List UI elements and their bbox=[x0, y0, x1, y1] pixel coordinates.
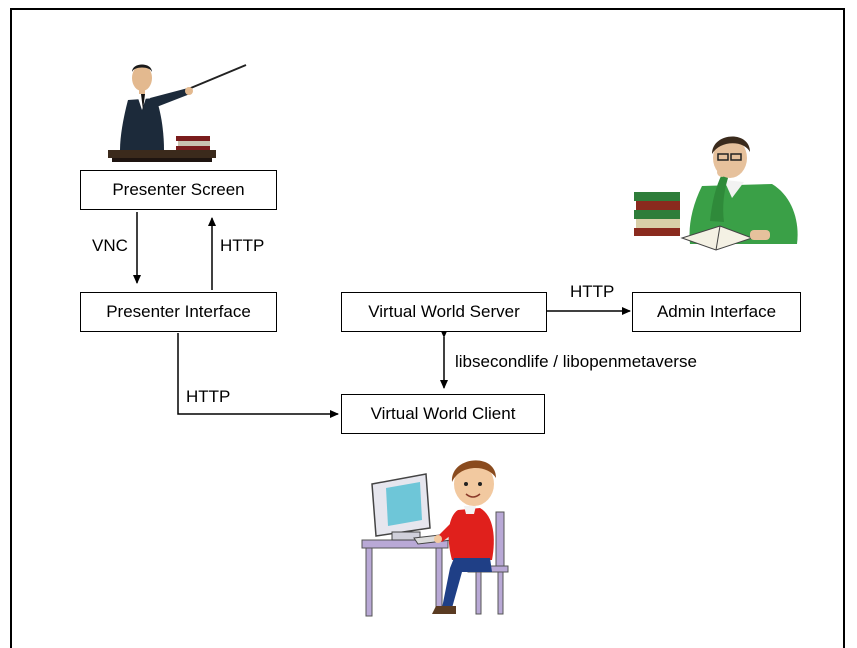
edge-label-http-client: HTTP bbox=[186, 387, 231, 406]
virtual-world-server-node: Virtual World Server bbox=[341, 292, 547, 332]
edge-label-http-up: HTTP bbox=[220, 236, 265, 255]
edge-http-client bbox=[177, 333, 339, 418]
presenter-screen-node: Presenter Screen bbox=[80, 170, 277, 210]
virtual-world-client-node: Virtual World Client bbox=[341, 394, 545, 434]
edge-label-vnc: VNC bbox=[92, 236, 128, 255]
presenter-interface-node: Presenter Interface bbox=[80, 292, 277, 332]
admin-interface-node: Admin Interface bbox=[632, 292, 801, 332]
diagram-frame bbox=[10, 8, 845, 648]
teacher-illustration-icon bbox=[108, 64, 247, 162]
edge-label-http-admin: HTTP bbox=[570, 282, 615, 301]
edge-label-libsecondlife: libsecondlife / libopenmetaverse bbox=[455, 352, 697, 371]
computer-user-illustration-icon bbox=[361, 460, 509, 617]
reader-illustration-icon bbox=[634, 136, 798, 251]
